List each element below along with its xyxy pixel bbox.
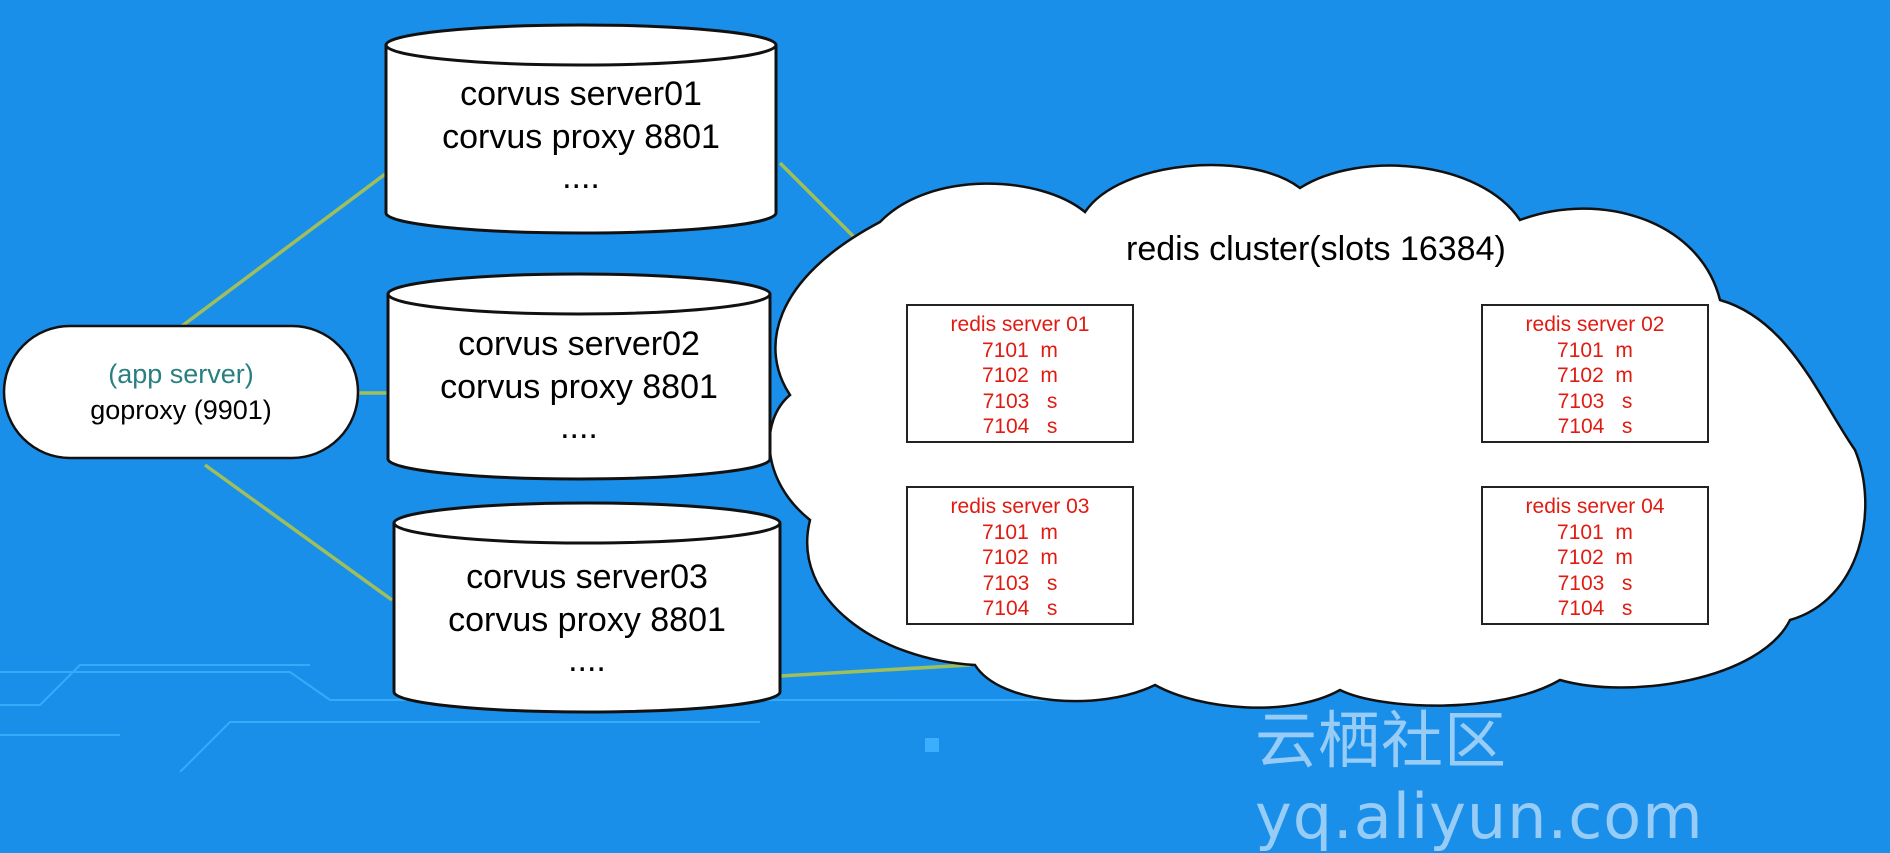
redis-server-name: redis server 03: [950, 495, 1090, 518]
redis-port: 7102 m: [982, 364, 1058, 387]
redis-port: 7104 s: [982, 415, 1058, 438]
redis-port: 7102 m: [1557, 364, 1633, 387]
corvus-server03-cylinder: [392, 501, 782, 714]
corvus-server03-label: corvus server03 corvus proxy 8801 ....: [394, 556, 780, 678]
app-server-name: goproxy (9901): [90, 395, 272, 425]
redis-server-01-box: redis server 01 7101 m 7102 m 7103 s 710…: [906, 304, 1134, 443]
connector-app-corvus03: [203, 463, 394, 602]
redis-server-name: redis server 02: [1525, 313, 1665, 336]
connector-corvus01-cluster: [778, 161, 864, 247]
decorative-dot: [925, 738, 939, 752]
redis-port: 7101 m: [982, 520, 1058, 544]
corvus-server01-label: corvus server01 corvus proxy 8801 ....: [386, 73, 776, 195]
redis-cluster-title: redis cluster(slots 16384): [1126, 230, 1506, 268]
app-server-label: (app server) goproxy (9901): [4, 356, 358, 428]
redis-port: 7101 m: [1557, 338, 1633, 362]
redis-server-name: redis server 04: [1525, 495, 1665, 518]
redis-server-03-box: redis server 03 7101 m 7102 m 7103 s 710…: [906, 486, 1134, 625]
corvus-server01-cylinder: [384, 23, 778, 235]
corvus-server02-cylinder: [386, 272, 772, 481]
redis-server-02-box: redis server 02 7101 m 7102 m 7103 s 710…: [1481, 304, 1709, 443]
redis-port: 7101 m: [1557, 520, 1633, 544]
app-server-role: (app server): [108, 359, 254, 389]
redis-port: 7104 s: [1557, 415, 1633, 438]
corvus-proxy: corvus proxy 8801: [448, 601, 726, 639]
corvus-more: ....: [560, 408, 598, 446]
corvus-proxy: corvus proxy 8801: [440, 368, 718, 406]
redis-server-04-box: redis server 04 7101 m 7102 m 7103 s 710…: [1481, 486, 1709, 625]
corvus-server-name: corvus server02: [458, 325, 700, 363]
redis-port: 7103 s: [982, 389, 1058, 413]
app-server-node: [2, 324, 360, 460]
connector-corvus03-cluster: [779, 663, 971, 678]
redis-port: 7103 s: [1557, 571, 1633, 595]
corvus-more: ....: [562, 158, 600, 196]
redis-port: 7103 s: [982, 571, 1058, 595]
corvus-server02-label: corvus server02 corvus proxy 8801 ....: [388, 323, 770, 445]
redis-port: 7104 s: [982, 597, 1058, 620]
corvus-proxy: corvus proxy 8801: [442, 118, 720, 156]
redis-port: 7103 s: [1557, 389, 1633, 413]
redis-server-name: redis server 01: [950, 313, 1090, 336]
connector-app-corvus01: [180, 170, 390, 328]
redis-port: 7102 m: [1557, 546, 1633, 569]
redis-port: 7104 s: [1557, 597, 1633, 620]
redis-port: 7101 m: [982, 338, 1058, 362]
redis-port: 7102 m: [982, 546, 1058, 569]
corvus-server-name: corvus server01: [460, 75, 702, 113]
corvus-more: ....: [568, 641, 606, 679]
corvus-server-name: corvus server03: [466, 558, 708, 596]
